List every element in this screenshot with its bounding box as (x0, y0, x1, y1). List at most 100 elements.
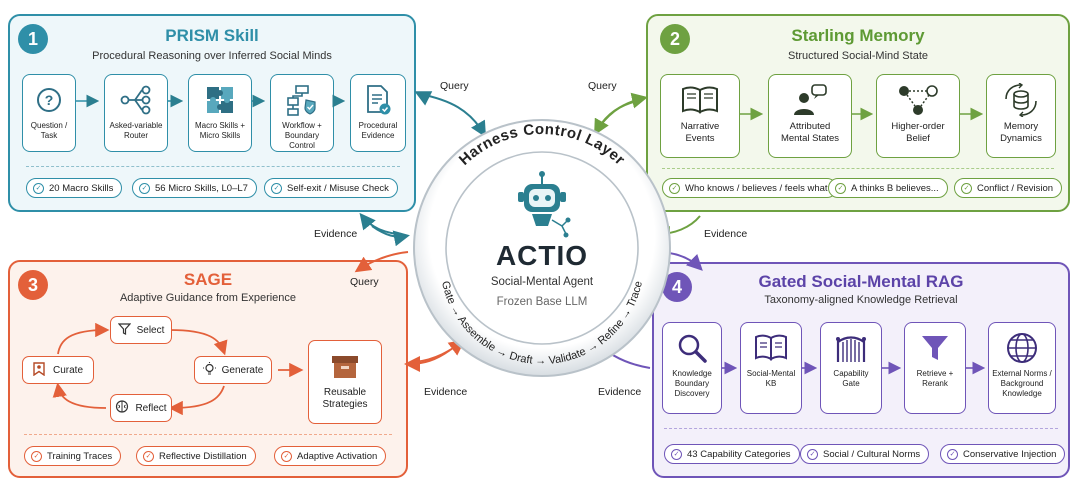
prism-pill: ✓ 56 Micro Skills, L0–L7 (132, 178, 257, 198)
prism-card-label: Workflow + Boundary Control (282, 121, 322, 150)
sage-pill: ✓ Training Traces (24, 446, 122, 466)
prism-card-label: Macro Skills + Micro Skills (194, 121, 245, 140)
starling-card-mental-states: Attributed Mental States (768, 74, 852, 158)
prism-title: PRISM Skill (165, 26, 259, 45)
prism-card-label: Question / Task (30, 121, 68, 140)
pill-label: 56 Micro Skills, L0–L7 (155, 182, 248, 194)
rag-card-kb: Social-Mental KB (740, 322, 802, 414)
prism-card-label: Asked-variable Router (109, 121, 163, 140)
check-icon: ✓ (271, 182, 282, 194)
flow-label-query-sage: Query (350, 276, 379, 288)
pill-label: Conflict / Revision (977, 182, 1054, 194)
starling-subtitle: Structured Social-Mind State (787, 50, 928, 62)
sage-store-label: Reusable Strategies (322, 386, 368, 410)
pill-label: Conservative Injection (963, 448, 1057, 460)
check-icon: ✓ (281, 450, 292, 462)
sage-pill: ✓ Adaptive Activation (274, 446, 387, 466)
agent-subtitle: Social-Mental Agent (490, 276, 594, 288)
prism-subtitle: Procedural Reasoning over Inferred Socia… (92, 50, 332, 62)
flow-label-evidence-rag: Evidence (598, 386, 642, 398)
sage-number-badge: 3 (18, 270, 48, 300)
starling-card-dynamics: Memory Dynamics (986, 74, 1056, 158)
rag-card-label: Knowledge Boundary Discovery (672, 369, 712, 398)
database-cycle-icon (1001, 83, 1041, 117)
rag-card-boundary: Knowledge Boundary Discovery (662, 322, 722, 414)
sage-cycle-arrows (52, 322, 304, 416)
svg-text:Gate → Assemble → Draft → Vali: Gate → Assemble → Draft → Validate → Ref… (439, 280, 645, 367)
pill-label: Training Traces (47, 450, 113, 462)
check-icon: ✓ (947, 448, 958, 460)
person-thought-icon (790, 83, 830, 117)
question-icon: ? (34, 83, 64, 117)
divider (662, 168, 1054, 169)
flow-label-query-starling: Query (588, 80, 617, 92)
prism-number-badge: 1 (18, 24, 48, 54)
prism-card-label: Procedural Evidence (358, 121, 398, 140)
pipeline-steps: Gate → Assemble → Draft → Validate → Ref… (439, 280, 645, 367)
rag-title: Gated Social-Mental RAG (758, 272, 964, 291)
bookmark-icon (33, 361, 45, 379)
svg-text:?: ? (45, 92, 54, 108)
rag-card-gate: Capability Gate (820, 322, 882, 414)
prism-card-router: Asked-variable Router (104, 74, 168, 152)
check-icon: ✓ (671, 448, 682, 460)
starling-pill: ✓ Conflict / Revision (954, 178, 1063, 198)
rag-subtitle: Taxonomy-aligned Knowledge Retrieval (764, 294, 958, 306)
sage-node-label: Reflect (135, 402, 167, 414)
gate-icon (834, 331, 868, 365)
divider (664, 428, 1058, 429)
starling-card-label: Attributed Mental States (780, 121, 840, 144)
agent-name: ACTIO (495, 240, 589, 271)
rag-pill: ✓ Conservative Injection (940, 444, 1066, 464)
archive-box-icon (330, 354, 360, 383)
globe-icon (1005, 331, 1039, 365)
base-model-label: Frozen Base LLM (496, 296, 588, 308)
sage-node-select: Select (110, 316, 172, 344)
starling-card-label: Narrative Events (680, 121, 720, 144)
starling-number-badge: 2 (660, 24, 690, 54)
check-icon: ✓ (143, 450, 154, 462)
pill-label: Who knows / believes / feels what (685, 182, 828, 194)
magnifier-icon (676, 331, 708, 365)
sage-title: SAGE (183, 270, 233, 289)
check-icon: ✓ (139, 182, 150, 194)
check-icon: ✓ (961, 182, 972, 194)
pill-label: 43 Capability Categories (687, 448, 791, 460)
starling-card-events: Narrative Events (660, 74, 740, 158)
lightbulb-icon (202, 361, 216, 379)
check-icon: ✓ (31, 450, 42, 462)
starling-pill: ✓Who knows / believes / feels what (662, 178, 837, 198)
rag-panel: 4 Gated Social-Mental RAG Taxonomy-align… (652, 262, 1070, 478)
open-book-icon (753, 331, 789, 365)
flow-label-query-prism: Query (440, 80, 469, 92)
rag-pill: ✓ 43 Capability Categories (664, 444, 800, 464)
prism-panel: 1 PRISM Skill Procedural Reasoning over … (8, 14, 416, 212)
sage-subtitle: Adaptive Guidance from Experience (119, 292, 297, 304)
sage-node-curate: Curate (22, 356, 94, 384)
sage-panel: 3 SAGE Adaptive Guidance from Experience… (8, 260, 408, 478)
sage-node-label: Generate (221, 364, 264, 376)
sage-node-label: Select (136, 324, 165, 336)
ring-title: Harness Control Layer (456, 121, 628, 169)
pill-label: Adaptive Activation (297, 450, 378, 462)
check-icon: ✓ (33, 182, 44, 194)
rag-card-external: External Norms / Background Knowledge (988, 322, 1056, 414)
puzzle-icon (204, 83, 236, 117)
flow-label-evidence-sage: Evidence (424, 386, 468, 398)
sage-node-label: Curate (52, 364, 83, 376)
rag-number-badge: 4 (662, 272, 692, 302)
sage-node-reflect: Reflect (110, 394, 172, 422)
funnel-icon (920, 331, 950, 365)
pill-label: Social / Cultural Norms (823, 448, 921, 460)
divider (24, 434, 392, 435)
starling-panel: 2 Starling Memory Structured Social-Mind… (646, 14, 1070, 212)
starling-pill: ✓A thinks B believes... (828, 178, 948, 198)
sage-pill: ✓Reflective Distillation (136, 446, 256, 466)
rag-card-label: Capability Gate (833, 369, 869, 388)
rag-card-label: Retrieve + Rerank (916, 369, 954, 388)
starling-card-belief: Higher-order Belief (876, 74, 960, 158)
prism-card-evidence: Procedural Evidence (350, 74, 406, 152)
network-icon (896, 83, 940, 117)
